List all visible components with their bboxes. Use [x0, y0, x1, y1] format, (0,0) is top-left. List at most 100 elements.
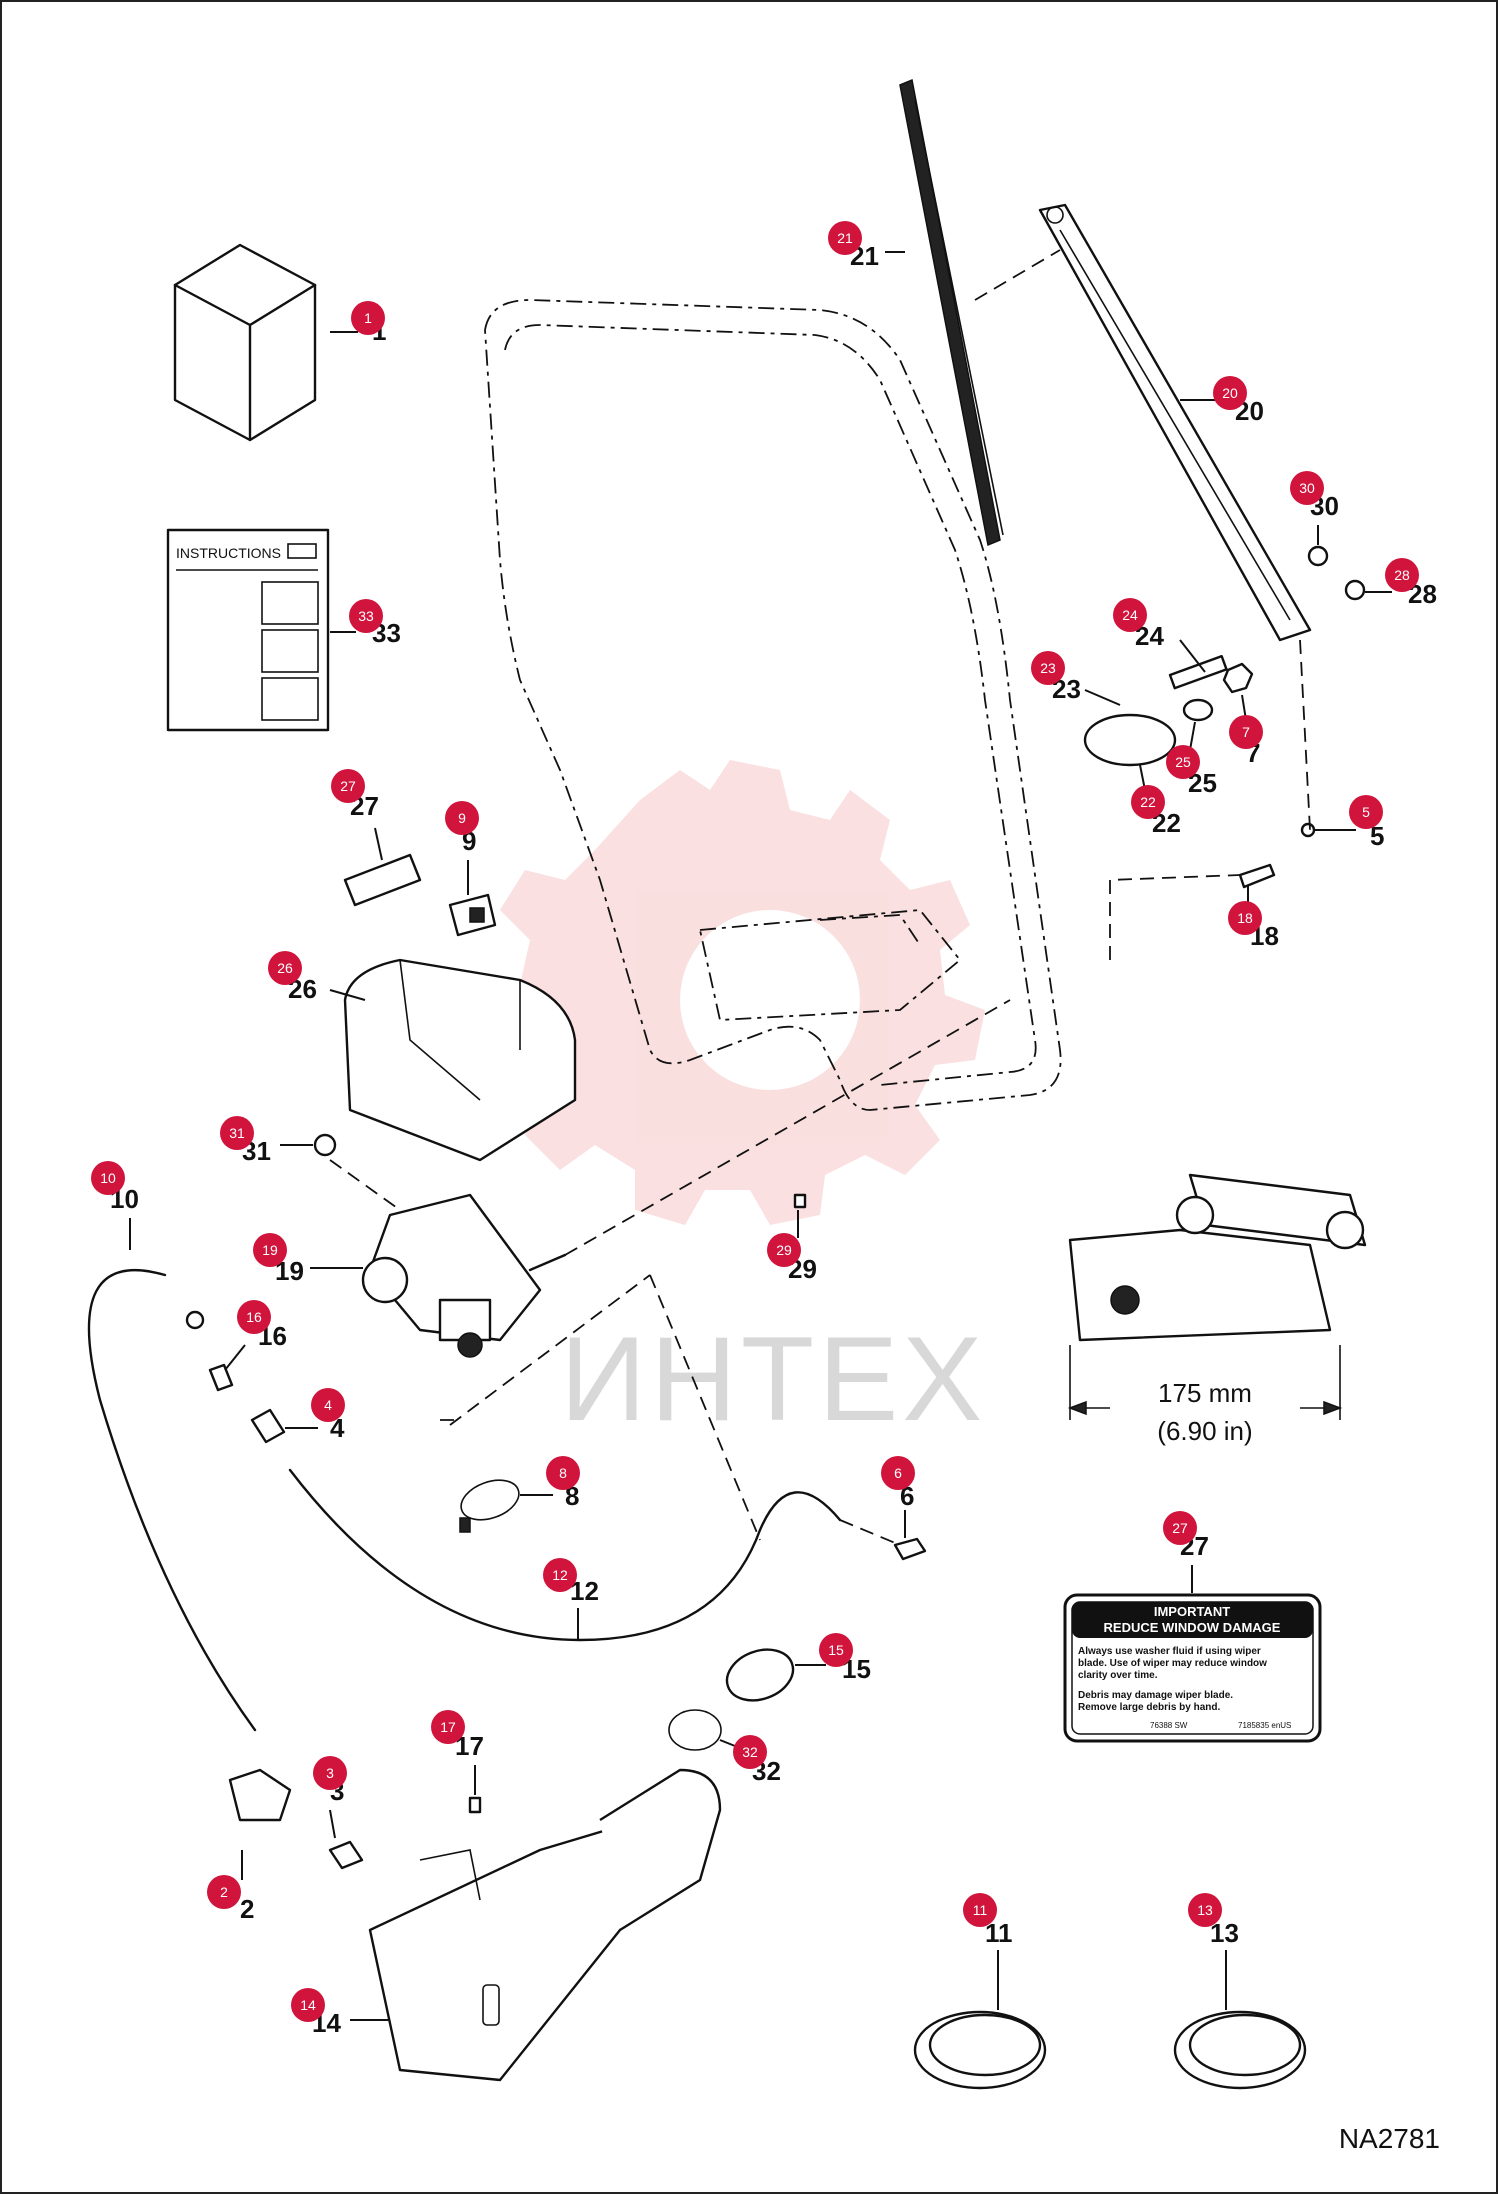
callout-badge-number: 27	[1172, 1520, 1188, 1536]
hose-to-nozzle-leader	[839, 1519, 901, 1546]
callout-p1: 11	[330, 301, 386, 346]
callout-badge[interactable]	[1213, 376, 1247, 410]
wiper-motor-illustration	[361, 1193, 567, 1358]
callout-badge[interactable]	[881, 1456, 915, 1490]
wiper-blade-illustration	[899, 78, 1004, 547]
callout-p2: 22	[207, 1850, 254, 1924]
callout-badge[interactable]	[1290, 471, 1324, 505]
callout-badge-number: 24	[1122, 607, 1138, 623]
callout-badge[interactable]	[543, 1558, 577, 1592]
callout-badge[interactable]	[431, 1710, 465, 1744]
callout-badge[interactable]	[1188, 1893, 1222, 1927]
hose-fittings	[185, 1310, 927, 1561]
callout-badge[interactable]	[91, 1161, 125, 1195]
callout-badge-number: 23	[1040, 660, 1056, 676]
callout-badge[interactable]	[1166, 745, 1200, 779]
callout-badge[interactable]	[1385, 558, 1419, 592]
cable-tie-illustration	[459, 1479, 520, 1533]
shipping-box-illustration	[173, 243, 317, 442]
callout-badge[interactable]	[1229, 715, 1263, 749]
motor-mount-leader	[440, 999, 1011, 1541]
callout-badge[interactable]	[767, 1233, 801, 1267]
instructions-sheet-illustration: INSTRUCTIONS	[166, 528, 330, 732]
frame-bolt-illustration	[793, 1193, 807, 1209]
callout-badge[interactable]	[828, 221, 862, 255]
callout-badge-number: 21	[837, 230, 853, 246]
callout-badge[interactable]	[313, 1756, 347, 1790]
callout-badge[interactable]	[1349, 795, 1383, 829]
callout-badge-number: 18	[1237, 910, 1253, 926]
callout-badge-number: 13	[1197, 1902, 1213, 1918]
callout-p9: 99	[445, 801, 479, 895]
nut-leader	[329, 1159, 401, 1211]
callout-badge[interactable]	[253, 1233, 287, 1267]
washer-reservoir-illustration	[368, 1768, 722, 2082]
cab-frame-outline	[484, 299, 1062, 1111]
callout-leader-line	[224, 1344, 246, 1371]
callout-badge[interactable]	[311, 1388, 345, 1422]
warning-decal-code-left: 76388 SW	[1150, 1721, 1188, 1730]
warning-decal-line-4: Debris may damage wiper blade.	[1078, 1690, 1233, 1701]
callout-p4: 44	[285, 1388, 345, 1443]
arm-to-bolt-leader	[1109, 639, 1311, 960]
callout-badge[interactable]	[1131, 785, 1165, 819]
callout-badge[interactable]	[268, 951, 302, 985]
callout-p3: 33	[313, 1756, 347, 1839]
callout-badge[interactable]	[220, 1116, 254, 1150]
callout-badge[interactable]	[819, 1633, 853, 1667]
callout-badge[interactable]	[1163, 1511, 1197, 1545]
warning-decal-line-5: Remove large debris by hand.	[1078, 1702, 1220, 1713]
callout-p5: 55	[1315, 795, 1384, 851]
callout-badge[interactable]	[963, 1893, 997, 1927]
callout-badge-number: 33	[358, 608, 374, 624]
watermark-gear-logo	[480, 760, 985, 1225]
part-number-label: 5	[1370, 821, 1384, 851]
callout-badge[interactable]	[351, 301, 385, 335]
callout-badge[interactable]	[291, 1988, 325, 2022]
blade-to-arm-leader	[974, 249, 1061, 301]
callout-badge[interactable]	[349, 599, 383, 633]
motor-cover-illustration	[343, 958, 577, 1162]
callout-badge[interactable]	[733, 1735, 767, 1769]
callout-badge-number: 28	[1394, 567, 1410, 583]
washer-hose-short	[288, 1468, 842, 1642]
callout-badge[interactable]	[1113, 598, 1147, 632]
hose-coil-13	[1173, 2010, 1307, 2090]
decal-small-illustration	[343, 853, 422, 907]
callout-badge-number: 1	[364, 310, 372, 326]
callout-leader-line	[329, 1809, 336, 1839]
callout-badge[interactable]	[237, 1300, 271, 1334]
callout-badge[interactable]	[546, 1456, 580, 1490]
callout-badge-number: 19	[262, 1242, 278, 1258]
callout-p8: 88	[520, 1456, 580, 1511]
callout-badge[interactable]	[1228, 901, 1262, 935]
warning-decal-line-2: blade. Use of wiper may reduce window	[1078, 1658, 1267, 1669]
callout-badge[interactable]	[331, 769, 365, 803]
reservoir-cap-and-seal	[668, 1648, 795, 1751]
callout-badge[interactable]	[1031, 651, 1065, 685]
callout-p6: 66	[881, 1456, 915, 1538]
bolt-hardware	[1238, 822, 1316, 889]
callout-badge-number: 15	[828, 1642, 844, 1658]
warning-decal-title-2: REDUCE WINDOW DAMAGE	[1104, 1620, 1281, 1635]
callout-badge-number: 12	[552, 1567, 568, 1583]
hose-coil-11	[913, 2010, 1047, 2090]
dimension-metric: 175 mm	[1158, 1378, 1252, 1408]
callout-p7: 77	[1229, 694, 1263, 768]
callout-badge-number: 2	[220, 1884, 228, 1900]
diagram-code: NA2781	[1339, 2123, 1440, 2154]
callout-badge[interactable]	[445, 801, 479, 835]
callout-badge[interactable]	[207, 1875, 241, 1909]
